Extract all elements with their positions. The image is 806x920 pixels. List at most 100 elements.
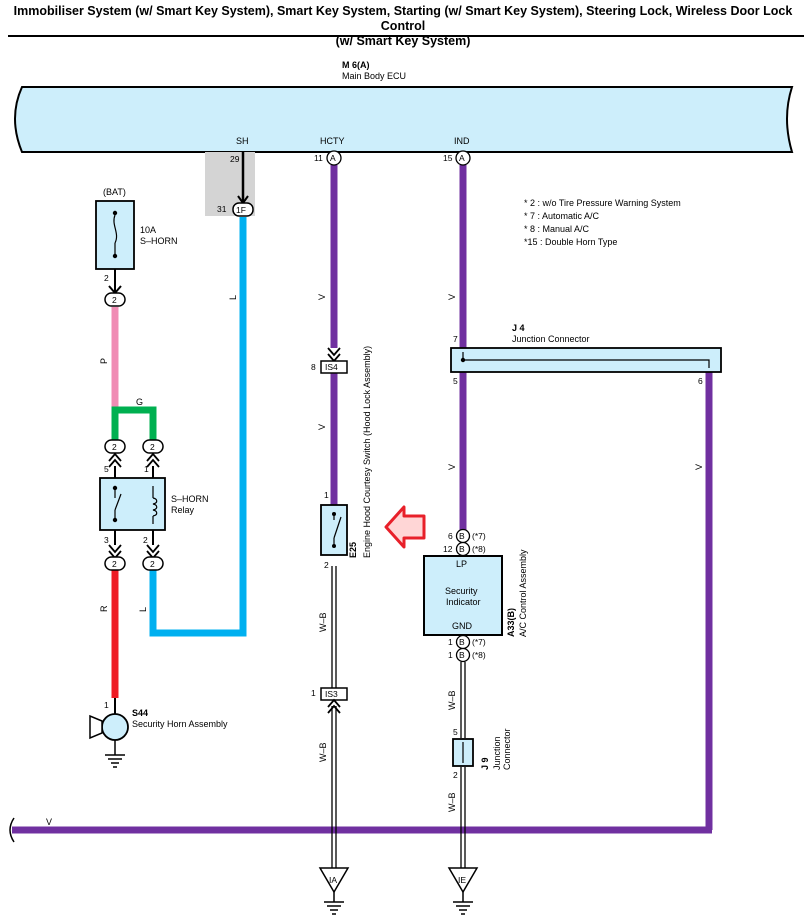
relay-conn-top-right: 2 bbox=[150, 442, 155, 452]
wire-l-blue bbox=[149, 217, 247, 637]
label-wb-3: W–B bbox=[447, 690, 457, 710]
a33-pin-1b: 1 bbox=[448, 650, 453, 660]
fuse-pin: 2 bbox=[104, 273, 109, 283]
note-1: * 2 : w/o Tire Pressure Warning System bbox=[524, 198, 681, 208]
hood-courtesy-switch-e25: 1 2 E25 Engine Hood Courtesy Switch (Hoo… bbox=[320, 346, 372, 570]
relay-pin-3: 3 bbox=[104, 535, 109, 545]
relay-pin-2: 2 bbox=[143, 535, 148, 545]
horn-pin: 1 bbox=[104, 700, 109, 710]
conn-a-label-1: A bbox=[330, 153, 336, 163]
j9-pin-5: 5 bbox=[453, 727, 458, 737]
option-notes: * 2 : w/o Tire Pressure Warning System *… bbox=[524, 198, 681, 247]
label-wb-2: W–B bbox=[318, 742, 328, 762]
pin-15: 15 bbox=[443, 153, 453, 163]
wire-color-labels: P G L L R V V V V V V W–B W–B W–B W–B bbox=[46, 294, 704, 827]
switch-name: Engine Hood Courtesy Switch (Hood Lock A… bbox=[362, 346, 372, 558]
horn-code: S44 bbox=[132, 708, 148, 718]
wire-wb-switch bbox=[331, 566, 337, 868]
a33-lp-label: LP bbox=[456, 559, 467, 569]
a33-conn-b-2: B bbox=[459, 544, 465, 554]
is4-pin: 8 bbox=[311, 362, 316, 372]
title-line-1: Immobiliser System (w/ Smart Key System)… bbox=[13, 4, 793, 33]
is3-label: IS3 bbox=[325, 689, 338, 699]
a33-indicator-1: Security bbox=[445, 586, 478, 596]
ecu-pin-sh: SH bbox=[236, 136, 249, 146]
a33-code: A33(B) bbox=[506, 608, 516, 637]
a33-name: A/C Control Assembly bbox=[518, 549, 528, 637]
ground-point-ia: IA bbox=[318, 867, 350, 915]
connector-1f: 29 31 1F bbox=[217, 154, 254, 217]
title-line-2: (w/ Smart Key System) bbox=[335, 34, 471, 48]
ground-ia-label: IA bbox=[329, 875, 337, 885]
fuse-rating: 10A bbox=[140, 225, 156, 235]
a33-pin-12: 12 bbox=[443, 544, 453, 554]
relay-conn-bottom-left: 2 bbox=[112, 559, 117, 569]
label-v-5: V bbox=[694, 464, 704, 470]
label-wb-1: W–B bbox=[318, 612, 328, 632]
pin-29: 29 bbox=[230, 154, 240, 164]
horn-name: Security Horn Assembly bbox=[132, 719, 228, 729]
j4-name: Junction Connector bbox=[512, 334, 590, 344]
connector-is4: 8 IS4 bbox=[311, 347, 348, 374]
switch-pin-2: 2 bbox=[324, 560, 329, 570]
label-l-1: L bbox=[228, 295, 238, 300]
switch-code: E25 bbox=[348, 542, 358, 558]
wire-g-green bbox=[111, 406, 157, 440]
security-horn-s44: 1 S44 Security Horn Assembly bbox=[89, 698, 228, 768]
label-v-6: V bbox=[46, 817, 52, 827]
label-v-1: V bbox=[317, 294, 327, 300]
relay-pin-5: 5 bbox=[104, 464, 109, 474]
junction-connector-j4: J 4 Junction Connector 7 5 6 bbox=[450, 323, 722, 386]
ground-point-ie: IE bbox=[447, 867, 479, 915]
label-v-2: V bbox=[317, 424, 327, 430]
is3-pin: 1 bbox=[311, 688, 316, 698]
note-2: * 7 : Automatic A/C bbox=[524, 211, 600, 221]
wire-wb-a33 bbox=[460, 662, 466, 868]
is4-label: IS4 bbox=[325, 362, 338, 372]
pin-31: 31 bbox=[217, 204, 227, 214]
j4-pin-6: 6 bbox=[698, 376, 703, 386]
a33-tag-8b: (*8) bbox=[472, 650, 486, 660]
diagram-title: Immobiliser System (w/ Smart Key System)… bbox=[0, 4, 806, 49]
a33-tag-8a: (*8) bbox=[472, 544, 486, 554]
j4-pin-5: 5 bbox=[453, 376, 458, 386]
j4-pin-7: 7 bbox=[453, 334, 458, 344]
a33-tag-7a: (*7) bbox=[472, 531, 486, 541]
label-wb-4: W–B bbox=[447, 792, 457, 812]
label-r: R bbox=[99, 605, 109, 612]
label-v-4: V bbox=[447, 464, 457, 470]
ground-ie-label: IE bbox=[458, 875, 466, 885]
a33-tag-7b: (*7) bbox=[472, 637, 486, 647]
pin-11: 11 bbox=[314, 153, 323, 163]
note-4: *15 : Double Horn Type bbox=[524, 237, 617, 247]
title-divider bbox=[8, 35, 804, 37]
connector-is3: 1 IS3 bbox=[311, 687, 348, 714]
a33-gnd-label: GND bbox=[452, 621, 473, 631]
relay-name: S–HORN bbox=[171, 494, 209, 504]
j9-code: J 9 bbox=[480, 757, 490, 770]
a33-conn-b-1: B bbox=[459, 531, 465, 541]
main-body-ecu: M 6(A) Main Body ECU SH HCTY IND bbox=[14, 60, 794, 153]
j9-pin-2: 2 bbox=[453, 770, 458, 780]
a33-pin-1a: 1 bbox=[448, 637, 453, 647]
connector-a-hcty: 11 A bbox=[314, 150, 342, 166]
a33-conn-b-4: B bbox=[459, 650, 465, 660]
a33-pin-6: 6 bbox=[448, 531, 453, 541]
fuse-name: S–HORN bbox=[140, 236, 178, 246]
j9-name-1: Junction bbox=[492, 736, 502, 770]
relay-s-horn: 2 2 5 1 S–HORN Relay 3 2 2 2 bbox=[99, 439, 209, 571]
label-l-2: L bbox=[138, 607, 148, 612]
relay-conn-top-left: 2 bbox=[112, 442, 117, 452]
relay-pin-1: 1 bbox=[144, 464, 149, 474]
label-g: G bbox=[136, 397, 143, 407]
switch-pin-1: 1 bbox=[324, 490, 329, 500]
fuse-conn-label: 2 bbox=[112, 295, 117, 305]
j4-code: J 4 bbox=[512, 323, 525, 333]
ac-control-assembly-a33: 6 B (*7) 12 B (*8) LP Security Indicator… bbox=[423, 528, 528, 663]
conn-a-label-2: A bbox=[459, 153, 465, 163]
fuse-bat-label: (BAT) bbox=[103, 187, 126, 197]
ecu-pin-hcty: HCTY bbox=[320, 136, 345, 146]
note-3: * 8 : Manual A/C bbox=[524, 224, 590, 234]
label-p: P bbox=[99, 358, 109, 364]
